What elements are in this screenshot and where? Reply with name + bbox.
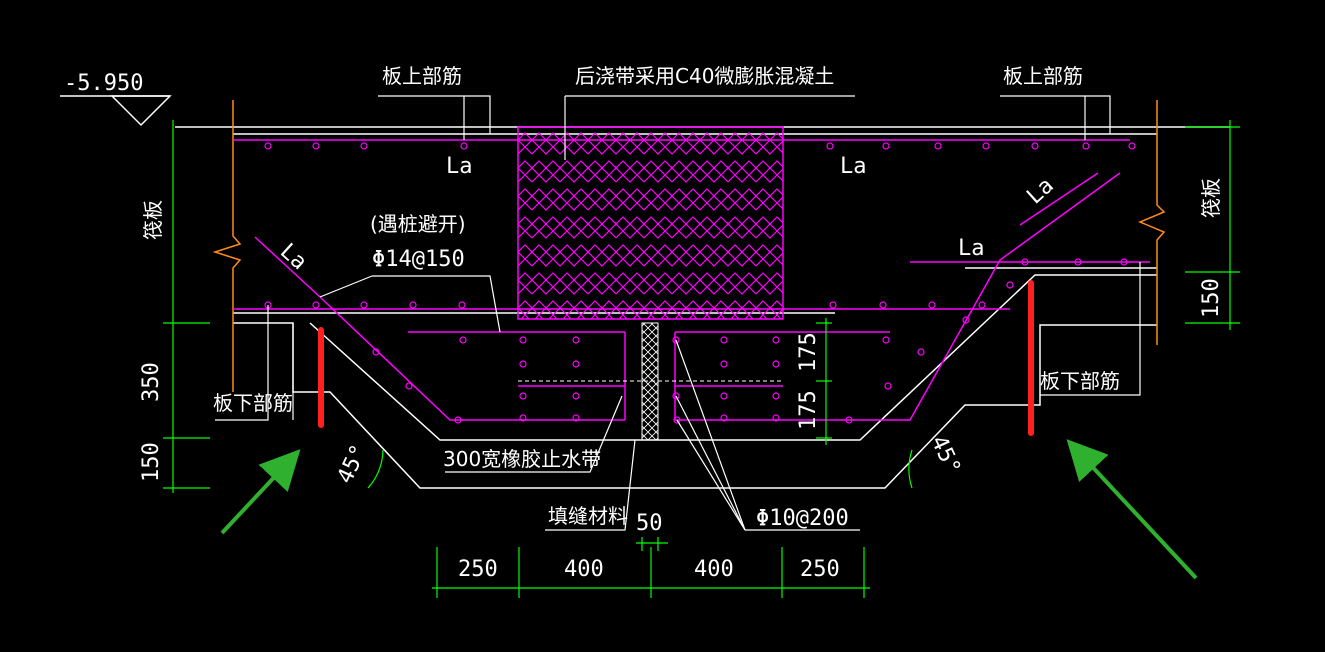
dim-left-150: 150 bbox=[139, 442, 164, 482]
elevation-marker: -5.950 bbox=[60, 71, 172, 127]
top-rebar-right-label: 板上部筋 bbox=[1003, 64, 1083, 88]
la-label-2: La bbox=[840, 154, 867, 179]
bottom-rebar-left-label: 板下部筋 bbox=[213, 391, 293, 415]
raft-right-label: 筏板 bbox=[1199, 178, 1223, 218]
dim-bottom-250-right: 250 bbox=[800, 557, 840, 582]
elevation-text: -5.950 bbox=[64, 71, 143, 96]
dim-gap-50: 50 bbox=[636, 511, 663, 536]
leader-lines bbox=[215, 95, 1141, 531]
top-rebar-left-label: 板上部筋 bbox=[382, 64, 462, 88]
break-lines bbox=[212, 100, 1166, 392]
left-arrow bbox=[220, 449, 301, 535]
dim-bottom-400-right: 400 bbox=[694, 557, 734, 582]
rebar-lines bbox=[233, 139, 1150, 421]
rebar-dots bbox=[264, 142, 1136, 424]
highlight-bars bbox=[318, 280, 1034, 436]
dim-left-350: 350 bbox=[139, 362, 164, 402]
angle-right-label: 45° bbox=[926, 432, 965, 479]
filler-label: 填缝材料 bbox=[548, 504, 628, 528]
rebar-phi14-label: Φ14@150 bbox=[372, 247, 465, 272]
bottom-rebar-right-label: 板下部筋 bbox=[1040, 369, 1120, 393]
post-pour-band-concrete bbox=[517, 126, 784, 320]
waterstop-label: 300宽橡胶止水带 bbox=[443, 447, 601, 471]
raft-left-label: 筏板 bbox=[141, 200, 165, 240]
annotation-arrows bbox=[220, 439, 1198, 580]
la-label-4: La bbox=[275, 239, 311, 275]
dim-center-175-bottom: 175 bbox=[796, 390, 821, 430]
dim-bottom-400-left: 400 bbox=[564, 557, 604, 582]
dim-bottom-250-left: 250 bbox=[458, 557, 498, 582]
dimension-lines bbox=[163, 120, 1240, 598]
post-pour-band-label: 后浇带采用C40微膨胀混凝土 bbox=[575, 64, 834, 88]
dim-center-175-top: 175 bbox=[796, 332, 821, 372]
dim-right-150: 150 bbox=[1199, 278, 1224, 318]
angle-left-label: 45° bbox=[333, 441, 372, 488]
right-arrow bbox=[1066, 439, 1198, 580]
rebar-phi10-label: Φ10@200 bbox=[756, 506, 849, 531]
la-label-1: La bbox=[446, 154, 473, 179]
la-label-5: La bbox=[1022, 173, 1058, 209]
avoid-pile-label: (遇桩避开) bbox=[370, 212, 466, 236]
la-label-3: La bbox=[958, 236, 985, 261]
